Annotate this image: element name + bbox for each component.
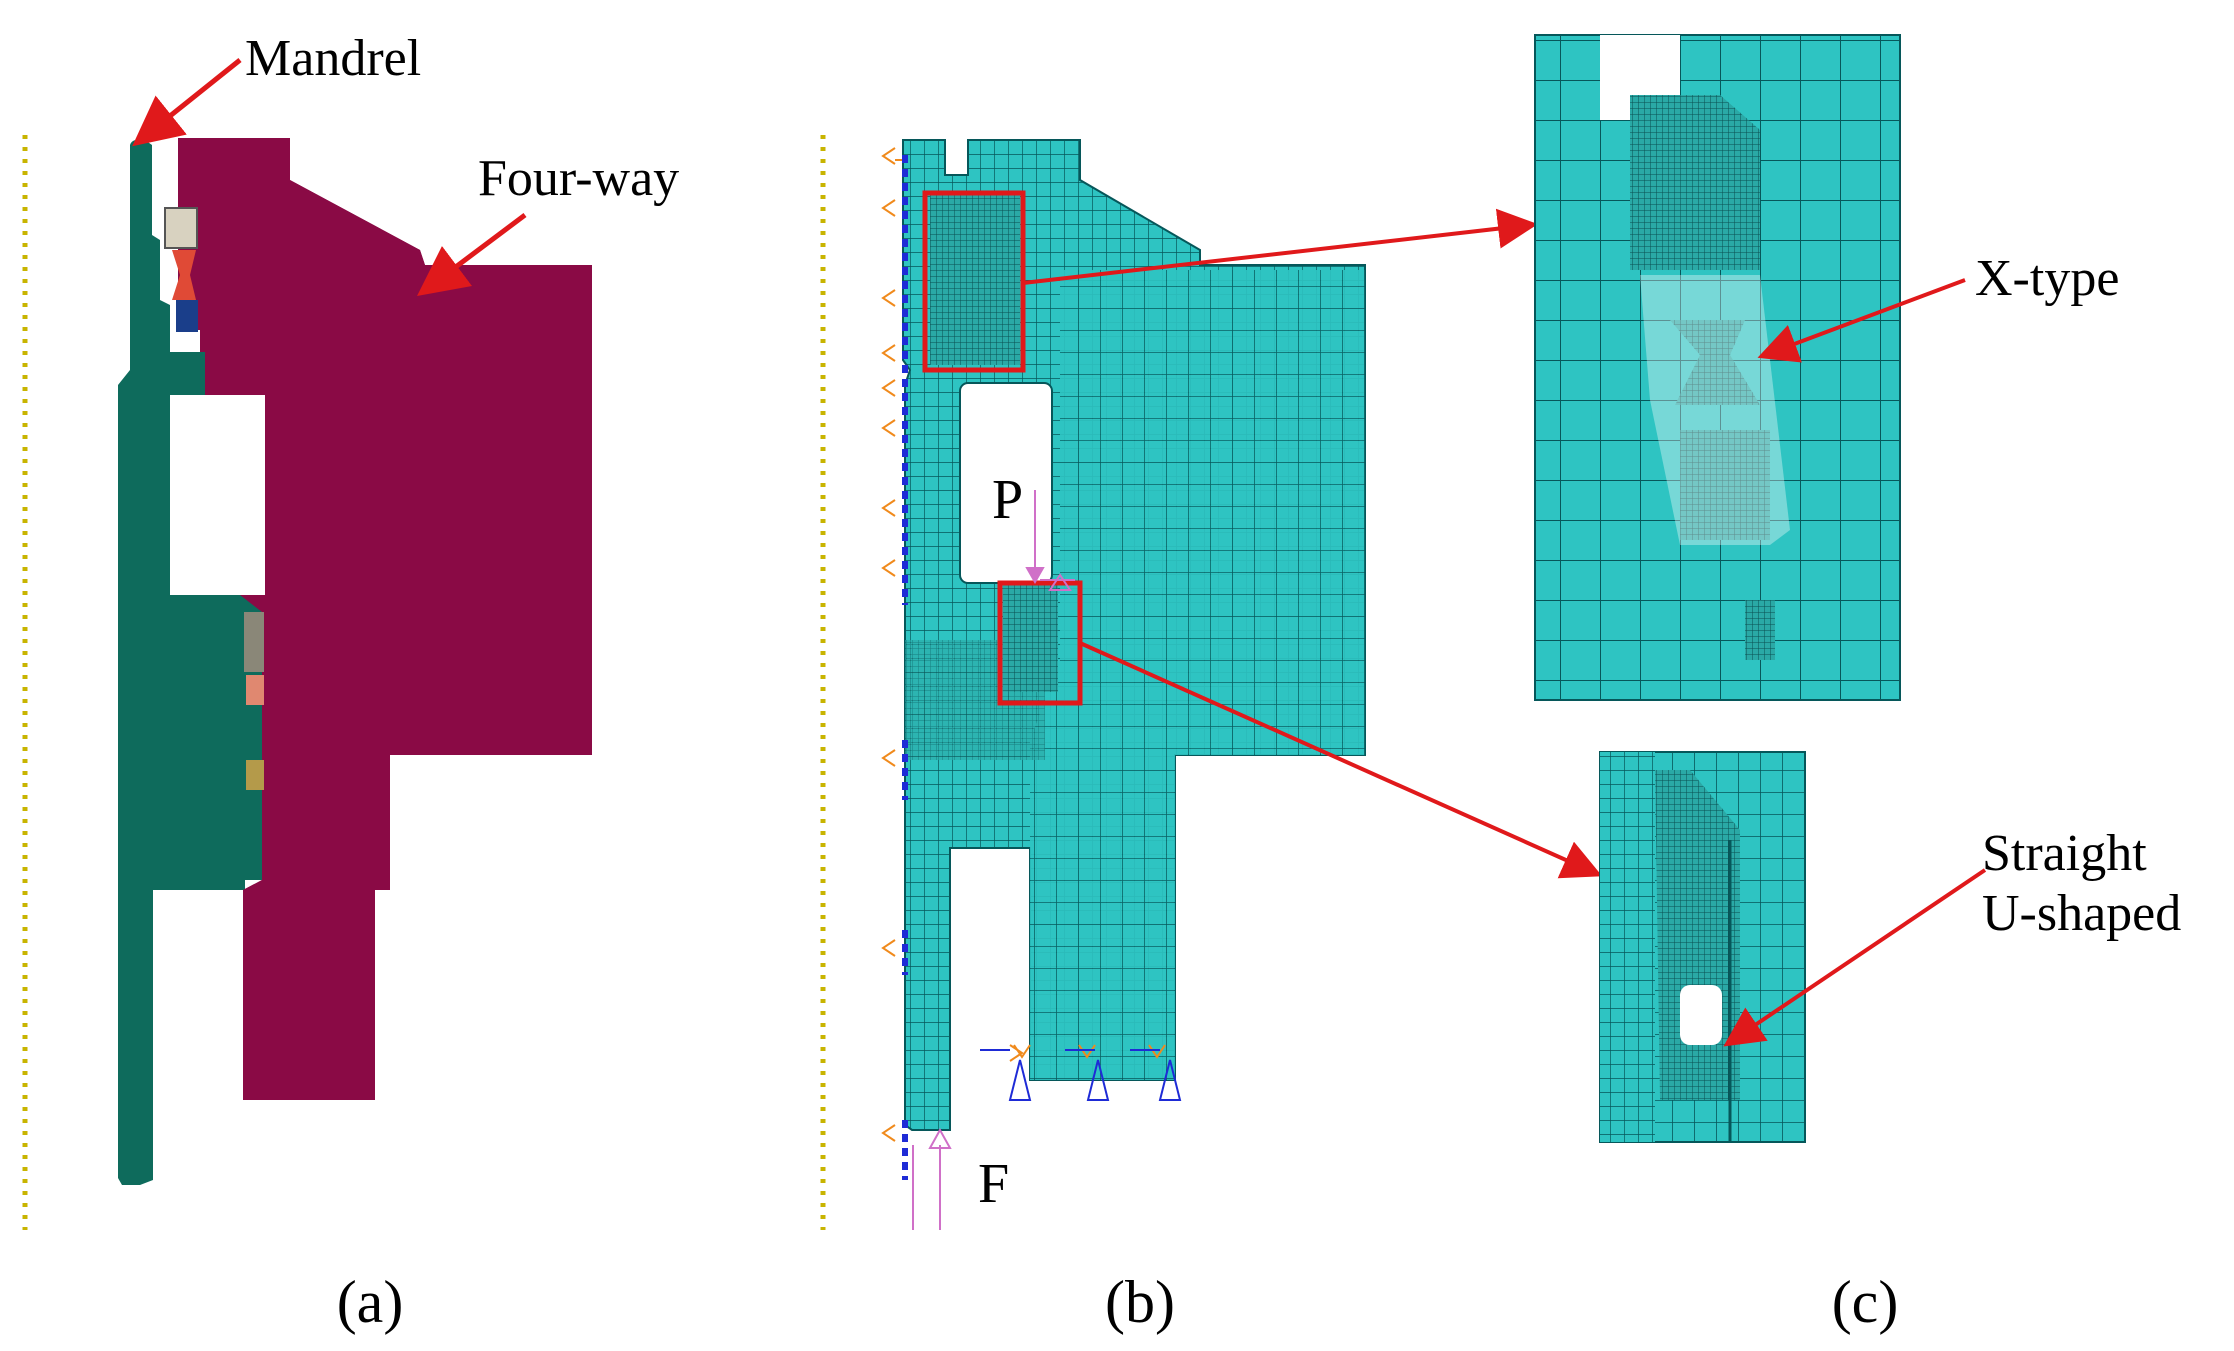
lower-seal-bottom — [246, 760, 264, 790]
dense-zone-upper — [930, 195, 1020, 365]
lower-seal-top — [244, 612, 264, 672]
upper-seal-top — [164, 207, 198, 249]
constraints-left — [881, 147, 908, 1180]
mesh-coarse-region — [1030, 270, 1365, 1080]
mandrel-arrow — [132, 58, 242, 147]
detail-u-shaped — [1599, 751, 1806, 1143]
panel-a-label: (a) — [337, 1269, 404, 1335]
force-load — [912, 1127, 952, 1230]
mandrel-label: Mandrel — [245, 30, 421, 87]
detail-x-type — [1534, 34, 1901, 701]
upper-seal-base — [176, 300, 198, 332]
force-label: F — [978, 1153, 1009, 1215]
x-type-label: X-type — [1975, 250, 2119, 307]
detail-arrow-upper — [1022, 208, 1538, 285]
panel-b-label: (b) — [1105, 1269, 1175, 1335]
panel-a: Mandrel Four-way (a) — [22, 30, 679, 1335]
mandrel-cavity — [170, 395, 265, 595]
u-shaped-arrow — [1723, 868, 1987, 1047]
panel-c-label: (c) — [1832, 1269, 1899, 1335]
four-way-label: Four-way — [478, 150, 679, 207]
panel-c: X-type Straight U-shaped (c) — [1534, 34, 2181, 1335]
pressure-load — [1025, 490, 1075, 591]
dense-zone-mid — [905, 640, 1045, 760]
lower-seal-mid — [246, 675, 264, 705]
mandrel-left-wall — [118, 385, 170, 600]
straight-label: Straight — [1982, 825, 2147, 882]
four-way-arrow — [417, 213, 527, 296]
pressure-label: P — [992, 469, 1023, 531]
upper-seal-x — [172, 250, 196, 300]
four-way-shape-upper — [178, 138, 592, 890]
constraints-bottom — [980, 1044, 1182, 1101]
detail-arrow-lower — [1079, 641, 1603, 879]
u-shaped-label: U-shaped — [1982, 885, 2181, 942]
panel-b: P F (b) — [820, 135, 1603, 1335]
x-type-arrow — [1757, 278, 1966, 363]
